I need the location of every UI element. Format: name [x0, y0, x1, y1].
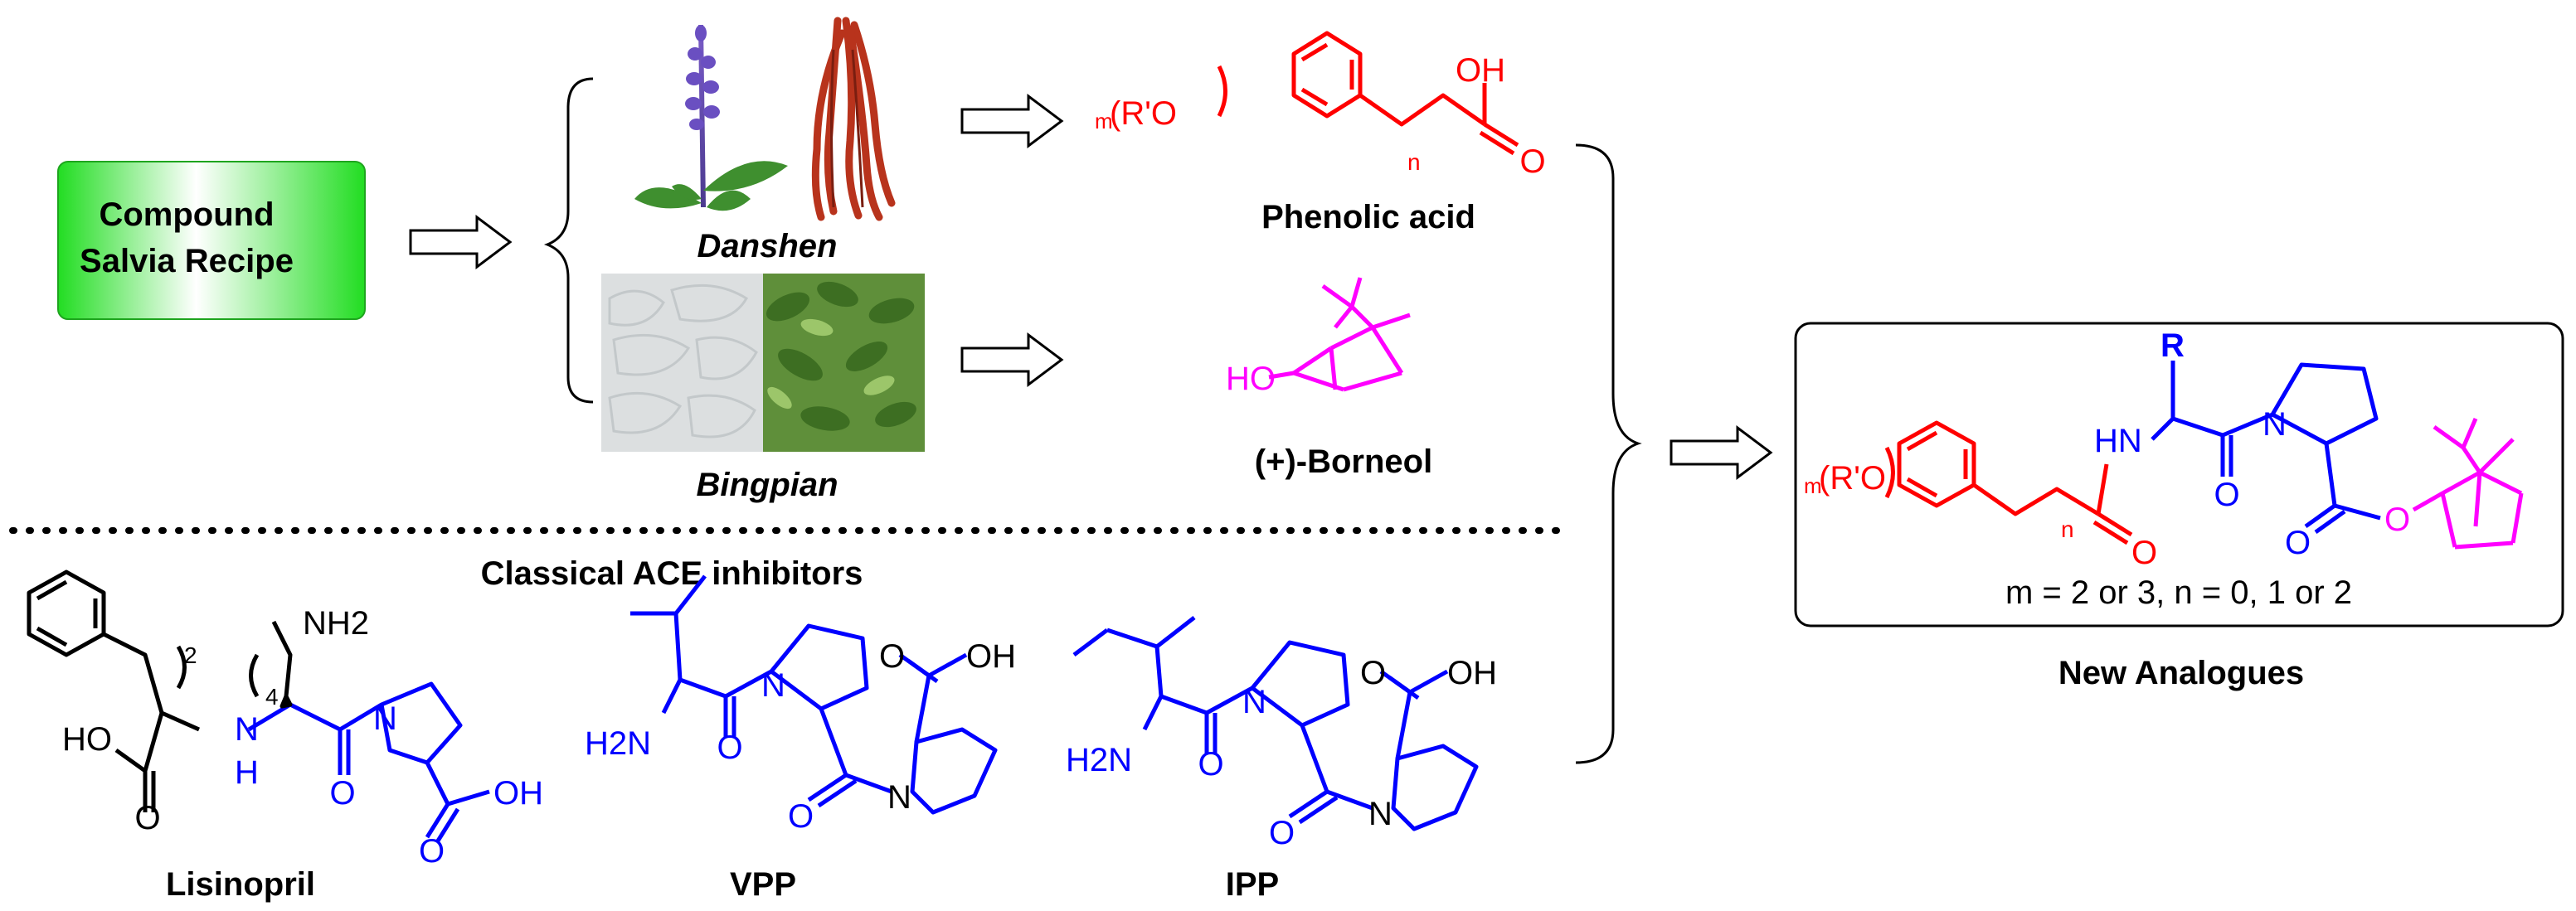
phenolic-m-prefix: m	[1095, 109, 1113, 133]
arrow-recipe-to-sources	[409, 215, 513, 269]
phenolic-acid-structure	[1217, 31, 1519, 156]
analogue-ester-o: O	[2384, 502, 2410, 538]
sources-brace	[543, 77, 594, 404]
section-title: Classical ACE inhibitors	[481, 555, 863, 592]
bingpian-plant-image	[763, 274, 925, 452]
analogue-n-subscript: n	[2061, 516, 2074, 542]
lisinopril-structure	[27, 569, 490, 844]
analogue-m-prefix: m	[1804, 473, 1822, 498]
vpp-acid-o: O	[879, 638, 905, 675]
vpp-h2n: H2N	[585, 725, 651, 762]
arrow-to-new-analogues	[1670, 425, 1773, 480]
borneol-label: (+)-Borneol	[1255, 443, 1432, 480]
ipp-label: IPP	[1226, 866, 1279, 903]
phenolic-ro-group: (R'O	[1110, 95, 1177, 132]
analogue-red-o: O	[2131, 535, 2157, 571]
ipp-ring2-n: N	[1368, 796, 1392, 832]
vpp-structure	[630, 574, 998, 815]
lisinopril-o: O	[134, 800, 160, 836]
lisinopril-acid-oh: OH	[493, 775, 543, 812]
lisinopril-label: Lisinopril	[166, 866, 315, 903]
lisinopril-n: N	[235, 711, 259, 748]
ipp-acid-o: O	[1360, 655, 1386, 691]
danshen-root-image	[800, 8, 904, 224]
ipp-acid-oh: OH	[1447, 655, 1497, 691]
merge-brace	[1575, 143, 1642, 764]
arrow-danshen-to-phenolic	[960, 94, 1064, 148]
analogue-ring-n: N	[2263, 406, 2287, 443]
lisinopril-acid-o: O	[419, 833, 445, 870]
new-analogues-label: New Analogues	[2058, 655, 2304, 691]
lisinopril-sub2: 2	[184, 642, 197, 668]
recipe-line1: Compound	[99, 196, 274, 233]
analogue-hn: HN	[2094, 423, 2142, 459]
lisinopril-nh2: NH2	[303, 605, 369, 642]
recipe-box: Compound Salvia Recipe	[57, 161, 366, 320]
analogue-condition: m = 2 or 3, n = 0, 1 or 2	[2005, 574, 2352, 611]
vpp-amide-o: O	[717, 729, 742, 766]
analogue-ro-group: (R'O	[1819, 460, 1886, 497]
bingpian-crystal-image	[601, 274, 763, 452]
ipp-second-o: O	[1269, 815, 1295, 851]
ipp-structure	[1072, 616, 1479, 831]
lisinopril-ho: HO	[62, 721, 112, 758]
analogue-amide-o: O	[2214, 477, 2239, 513]
danshen-plant-image	[626, 17, 792, 224]
ipp-ring-n: N	[1242, 684, 1266, 720]
borneol-ho: HO	[1226, 361, 1276, 397]
vpp-ring2-n: N	[887, 779, 911, 816]
recipe-line2: Salvia Recipe	[80, 243, 294, 279]
danshen-label: Danshen	[697, 228, 838, 264]
analogue-ester-carbonyl-o: O	[2285, 525, 2311, 561]
phenolic-n-subscript: n	[1407, 149, 1421, 175]
lisinopril-sub4: 4	[265, 684, 279, 710]
lisinopril-ring-n: N	[373, 700, 397, 737]
phenolic-carbonyl-o: O	[1519, 143, 1545, 180]
vpp-second-o: O	[788, 798, 814, 835]
phenolic-oh: OH	[1456, 52, 1505, 89]
bingpian-label: Bingpian	[696, 467, 838, 503]
lisinopril-amide-o: O	[329, 775, 355, 812]
vpp-acid-oh: OH	[966, 638, 1016, 675]
new-analogue-structure	[1884, 361, 2524, 550]
analogue-r-group: R	[2160, 327, 2185, 364]
borneol-structure	[1268, 277, 1411, 392]
arrow-bingpian-to-borneol	[960, 332, 1064, 387]
phenolic-acid-label: Phenolic acid	[1261, 199, 1475, 235]
ipp-h2n: H2N	[1066, 742, 1132, 778]
ipp-amide-o: O	[1198, 746, 1223, 783]
lisinopril-h: H	[235, 754, 259, 791]
vpp-ring-n: N	[761, 667, 785, 704]
vpp-label: VPP	[730, 866, 796, 903]
